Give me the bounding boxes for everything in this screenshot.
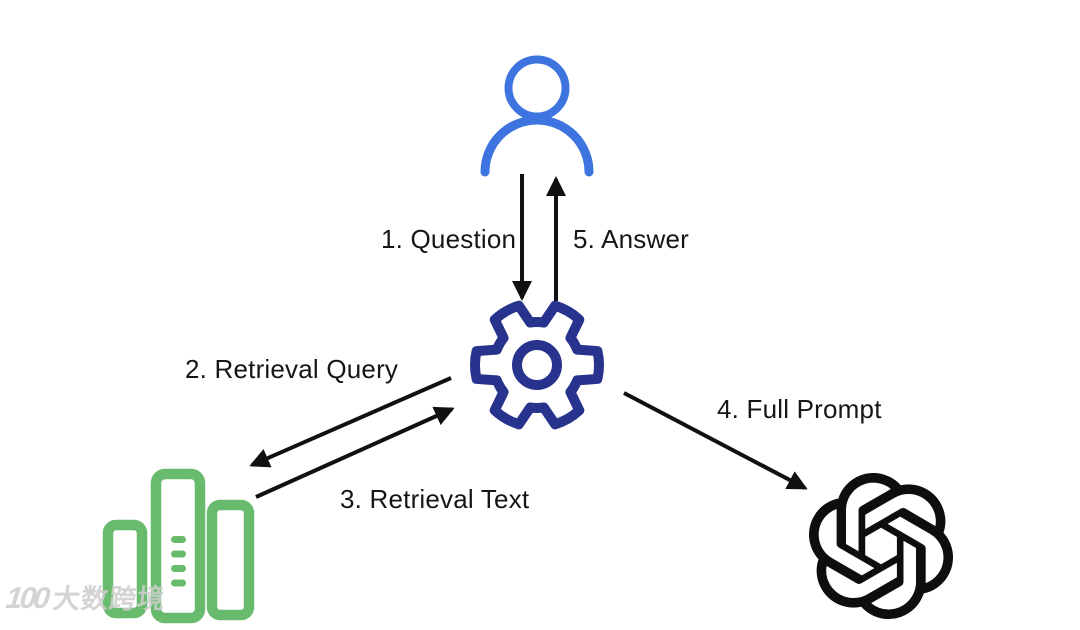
node-user [470, 40, 610, 180]
database-bars-icon [102, 468, 255, 624]
watermark: 100 大数跨境 [4, 582, 167, 615]
watermark-logo: 100 [4, 582, 49, 615]
db-dash-2 [171, 550, 186, 558]
label-question: 1. Question [381, 224, 517, 254]
arrow-retrieval-query [249, 376, 452, 468]
node-knowledge-base [100, 465, 260, 630]
db-bar-right [206, 499, 255, 621]
openai-logo-icon [809, 473, 954, 619]
db-dash-4 [171, 579, 186, 587]
person-icon [480, 55, 594, 177]
gear-hub [512, 340, 562, 390]
openai-logo-path [809, 473, 954, 619]
node-llm [808, 473, 954, 619]
label-answer: 5. Answer [573, 224, 689, 254]
db-dash-3 [171, 565, 186, 572]
db-bar-left [102, 519, 148, 619]
label-retrieval-query: 2. Retrieval Query [185, 354, 399, 384]
label-full-prompt: 4. Full Prompt [717, 394, 882, 424]
label-retrieval-text: 3. Retrieval Text [340, 484, 530, 514]
node-processor [462, 290, 612, 440]
watermark-text: 大数跨境 [51, 583, 167, 614]
person-head [504, 55, 570, 121]
person-shoulders [480, 115, 594, 177]
db-bar-middle [150, 468, 206, 624]
db-dash-1 [171, 536, 186, 543]
gear-icon [470, 300, 604, 430]
